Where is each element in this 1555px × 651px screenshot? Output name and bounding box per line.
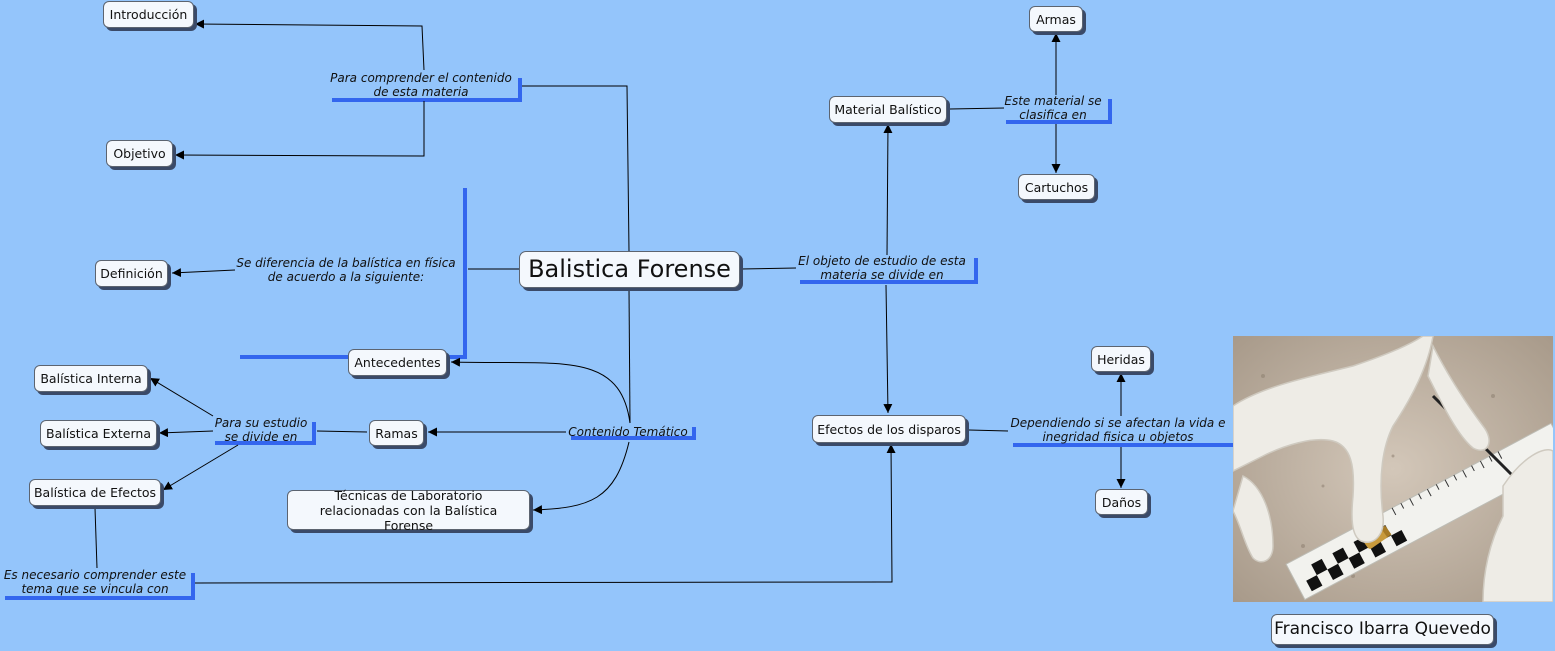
forensic-photo [1233, 336, 1553, 602]
author-node[interactable]: Francisco Ibarra Quevedo [1271, 614, 1494, 645]
node-danos[interactable]: Daños [1095, 489, 1148, 515]
accent-bars [5, 78, 1237, 600]
link-contenido: Contenido Temático [568, 425, 688, 439]
link-es-necesario: Es necesario comprender este tema que se… [3, 568, 187, 596]
node-antecedentes[interactable]: Antecedentes [348, 349, 447, 376]
node-armas[interactable]: Armas [1029, 6, 1083, 32]
node-objetivo[interactable]: Objetivo [106, 140, 173, 167]
link-para-estudio: Para su estudio se divide en [214, 416, 308, 444]
node-introduccion[interactable]: Introducción [103, 1, 194, 28]
node-balistica-externa[interactable]: Balística Externa [40, 420, 157, 447]
link-objeto: El objeto de estudio de esta materia se … [798, 254, 966, 282]
link-diferencia: Se diferencia de la balística en física … [236, 256, 456, 284]
link-clasifica: Este material se clasifica en [1004, 94, 1102, 122]
node-balistica-efectos[interactable]: Balística de Efectos [29, 479, 161, 506]
connectors [94, 19, 1126, 584]
forensic-photo-illustration [1233, 336, 1553, 602]
main-title-node[interactable]: Balistica Forense [519, 251, 740, 288]
node-balistica-interna[interactable]: Balística Interna [34, 365, 148, 392]
node-heridas[interactable]: Heridas [1091, 346, 1151, 372]
node-efectos-disparos[interactable]: Efectos de los disparos [812, 415, 966, 443]
node-tecnicas[interactable]: Técnicas de Laboratorio relacionadas con… [287, 488, 530, 533]
link-comprender: Para comprender el contenido de esta mat… [330, 71, 512, 99]
node-definicion[interactable]: Definición [95, 260, 168, 287]
link-dependiendo: Dependiendo si se afectan la vida e ineg… [1010, 416, 1226, 444]
node-cartuchos[interactable]: Cartuchos [1018, 174, 1095, 200]
node-material-balistico[interactable]: Material Balístico [829, 96, 947, 123]
node-ramas[interactable]: Ramas [369, 420, 424, 446]
